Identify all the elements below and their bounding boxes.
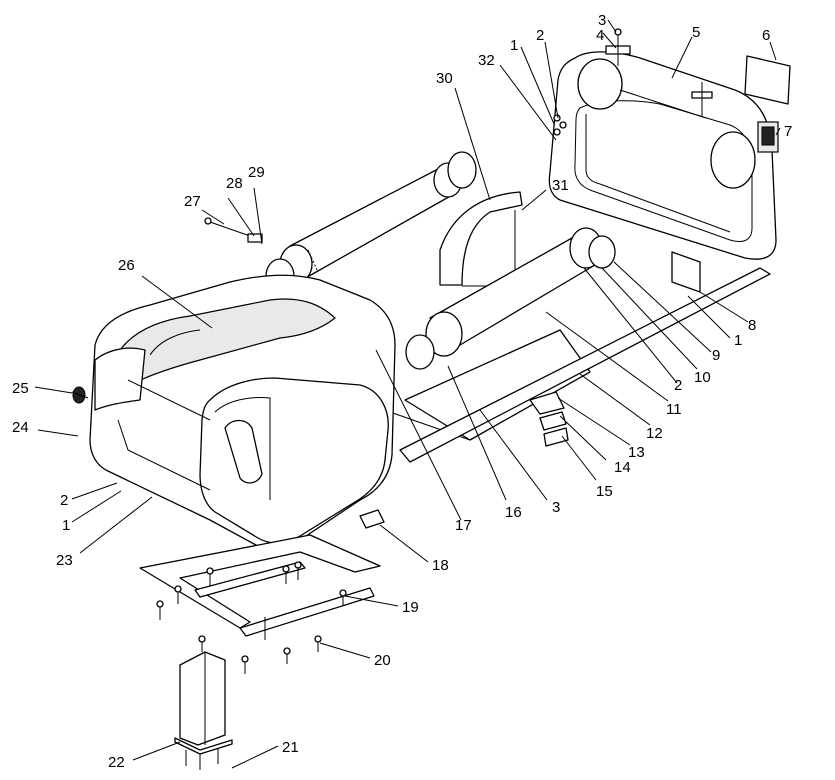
callout-28: 28: [226, 175, 243, 192]
decal-plate: [744, 55, 791, 105]
mount-bracket-8: [671, 251, 701, 293]
callout-24: 24: [12, 419, 29, 436]
end-cap-top: [447, 151, 477, 189]
callout-23: 23: [56, 552, 73, 569]
panel-latch: [757, 121, 779, 153]
callout-labels: 1 1 1 2 2 2 3 3 4 5 6 7 8 9 10 11 12 13 …: [12, 12, 792, 771]
callout-1: 1: [510, 37, 518, 54]
clamp-28: [247, 233, 263, 243]
callout-13: 13: [628, 444, 645, 461]
callout-20: 20: [374, 652, 391, 669]
bolt-27: [209, 221, 251, 237]
mount-bracket-13: [529, 391, 565, 415]
callout-7: 7: [784, 123, 792, 140]
tail-rail: [399, 267, 771, 463]
callout-2b: 2: [674, 377, 682, 394]
frame-bolts: [156, 561, 347, 674]
callout-29: 29: [248, 164, 265, 181]
bracket-18: [359, 509, 385, 529]
callout-30: 30: [436, 70, 453, 87]
callout-3: 3: [598, 12, 606, 29]
callout-1c: 1: [62, 517, 70, 534]
washer-upper: [553, 114, 567, 136]
callout-18: 18: [432, 557, 449, 574]
callout-4: 4: [596, 27, 604, 44]
callout-16: 16: [505, 504, 522, 521]
callout-26: 26: [118, 257, 135, 274]
hinge-bracket-right: [691, 82, 713, 116]
leader-lines: [34, 19, 781, 769]
callout-31: 31: [552, 177, 569, 194]
callout-22: 22: [108, 754, 125, 771]
callout-9: 9: [712, 347, 720, 364]
end-cap-right: [588, 235, 616, 269]
pad-14: [539, 411, 567, 431]
base-frame: [139, 534, 381, 640]
callout-3b: 3: [552, 499, 560, 516]
heat-shield: [439, 191, 523, 286]
support-stand: [174, 651, 233, 770]
callout-11: 11: [666, 401, 682, 418]
rear-panel: [548, 51, 777, 260]
callout-25: 25: [12, 380, 29, 397]
callout-2c: 2: [60, 492, 68, 509]
callout-27: 27: [184, 193, 201, 210]
callout-15: 15: [596, 483, 613, 500]
muffler-right: [425, 227, 603, 357]
callout-32: 32: [478, 52, 495, 69]
callout-12: 12: [646, 425, 663, 442]
pad-15: [543, 427, 569, 447]
callout-5: 5: [692, 24, 700, 41]
callout-1b: 1: [734, 332, 742, 349]
main-hood: [89, 274, 396, 551]
muffler-left: [279, 162, 463, 284]
callout-17: 17: [455, 517, 472, 534]
callout-21: 21: [282, 739, 299, 756]
callout-10: 10: [694, 369, 711, 386]
hinge-bracket: [605, 28, 631, 66]
end-cap-left: [405, 334, 435, 370]
latch-knob-25: [71, 386, 89, 404]
callout-2: 2: [536, 27, 544, 44]
callout-8: 8: [748, 317, 756, 334]
callout-14: 14: [614, 459, 631, 476]
callout-19: 19: [402, 599, 419, 616]
callout-6: 6: [762, 27, 770, 44]
